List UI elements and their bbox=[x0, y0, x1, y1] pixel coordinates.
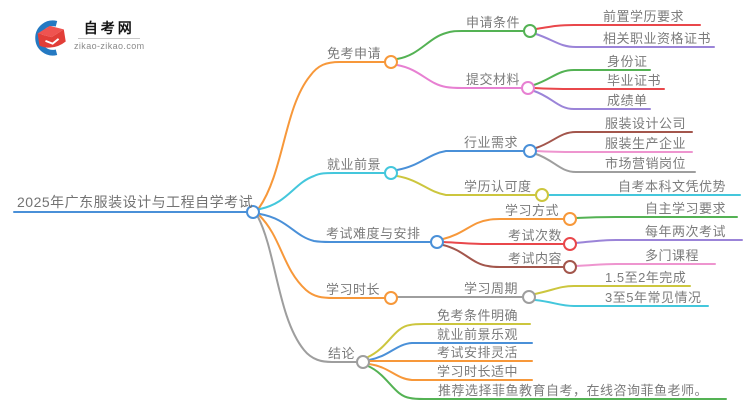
node-conclusion-4[interactable]: 学习时长适中 bbox=[437, 364, 519, 379]
anchor-conclusion bbox=[356, 355, 370, 369]
edge-conclusion-5 bbox=[367, 365, 727, 400]
node-marketing-jobs[interactable]: 市场营销岗位 bbox=[605, 156, 687, 171]
edge-vocational-cert bbox=[535, 33, 715, 48]
node-apply-conditions[interactable]: 申请条件 bbox=[466, 15, 521, 30]
edge-conclusion-2 bbox=[368, 342, 533, 361]
edge-conclusion-1 bbox=[367, 323, 531, 358]
node-materials[interactable]: 提交材料 bbox=[466, 72, 521, 87]
anchor-duration bbox=[384, 291, 398, 305]
node-difficulty[interactable]: 考试难度与安排 bbox=[326, 226, 421, 241]
edge-conclusion bbox=[257, 216, 357, 363]
edge-design-company bbox=[535, 131, 693, 149]
logo-title: 自考网 bbox=[83, 20, 135, 36]
anchor-exemption bbox=[384, 55, 398, 69]
edge-exam-times bbox=[442, 241, 564, 245]
node-3-to-5-years[interactable]: 3至5年常见情况 bbox=[605, 290, 702, 305]
graduation-cap-icon bbox=[35, 20, 66, 56]
node-study-cycle[interactable]: 学习周期 bbox=[464, 281, 519, 296]
node-vocational-cert[interactable]: 相关职业资格证书 bbox=[603, 31, 712, 46]
node-exam-content[interactable]: 考试内容 bbox=[508, 251, 563, 266]
node-conclusion-2[interactable]: 就业前景乐观 bbox=[437, 327, 519, 342]
node-study-mode[interactable]: 学习方式 bbox=[505, 203, 560, 218]
node-many-courses[interactable]: 多门课程 bbox=[645, 248, 700, 263]
node-prior-education[interactable]: 前置学历要求 bbox=[603, 9, 685, 24]
edges bbox=[13, 24, 743, 400]
node-exemption[interactable]: 免考申请 bbox=[327, 46, 382, 61]
edge-production-company bbox=[535, 150, 693, 153]
anchor-employment bbox=[384, 166, 398, 180]
logo-text: 自考网 zikao-zikao.com bbox=[74, 20, 145, 51]
logo-cap bbox=[37, 25, 66, 48]
node-duration[interactable]: 学习时长 bbox=[326, 282, 381, 297]
edge-exam-content bbox=[442, 244, 564, 268]
node-conclusion-1[interactable]: 免考条件明确 bbox=[437, 308, 519, 323]
logo-crescent bbox=[35, 20, 58, 56]
node-root[interactable]: 2025年广东服装设计与工程自学考试 bbox=[17, 194, 254, 210]
edge-duration bbox=[258, 214, 385, 299]
node-conclusion[interactable]: 结论 bbox=[328, 346, 356, 361]
node-anchors bbox=[246, 24, 577, 369]
anchor-study-cycle bbox=[522, 290, 536, 304]
edge-id-card bbox=[533, 69, 651, 86]
edge-exemption bbox=[258, 61, 385, 209]
edge-recognition bbox=[396, 175, 536, 196]
edge-study-mode bbox=[442, 218, 564, 240]
node-id-card[interactable]: 身份证 bbox=[607, 54, 648, 69]
edge-self-study bbox=[575, 216, 738, 219]
edge-twice-a-year bbox=[575, 239, 743, 244]
edge-diploma bbox=[533, 87, 665, 90]
node-exam-times[interactable]: 考试次数 bbox=[508, 228, 563, 243]
anchor-exam-content bbox=[563, 260, 577, 274]
node-conclusion-3[interactable]: 考试安排灵活 bbox=[437, 345, 519, 360]
edge-conclusion-4 bbox=[368, 363, 533, 381]
node-1-5-to-2-years[interactable]: 1.5至2年完成 bbox=[605, 270, 687, 285]
edge-3-to-5-years bbox=[534, 299, 709, 307]
anchor-difficulty bbox=[430, 235, 444, 249]
anchor-exam-times bbox=[563, 237, 577, 251]
edge-many-courses bbox=[575, 263, 716, 267]
node-industry-demand[interactable]: 行业需求 bbox=[464, 135, 519, 150]
edge-industry-demand bbox=[396, 150, 524, 171]
edge-difficulty bbox=[259, 213, 431, 243]
node-degree-advantage[interactable]: 自考本科文凭优势 bbox=[618, 179, 727, 194]
anchor-industry-demand bbox=[523, 144, 537, 158]
logo-divider bbox=[78, 38, 141, 39]
edge-marketing-jobs bbox=[535, 153, 696, 173]
edge-prior-education bbox=[535, 24, 701, 30]
edge-apply-conditions bbox=[396, 30, 524, 60]
site-logo: 自考网 zikao-zikao.com bbox=[28, 20, 145, 56]
node-design-company[interactable]: 服装设计公司 bbox=[605, 116, 687, 131]
edge-materials bbox=[396, 64, 522, 89]
anchor-apply-conditions bbox=[523, 24, 537, 38]
node-employment[interactable]: 就业前景 bbox=[327, 157, 382, 172]
anchor-root bbox=[246, 205, 260, 219]
anchor-recognition bbox=[535, 188, 549, 202]
node-conclusion-5[interactable]: 推荐选择菲鱼教育自考，在线咨询菲鱼老师。 bbox=[438, 383, 709, 398]
node-transcript[interactable]: 成绩单 bbox=[607, 93, 648, 108]
edge-transcript bbox=[533, 90, 651, 110]
node-self-study[interactable]: 自主学习要求 bbox=[645, 201, 727, 216]
node-recognition[interactable]: 学历认可度 bbox=[464, 179, 532, 194]
anchor-materials bbox=[521, 81, 535, 95]
edge-1-5-to-2-years bbox=[534, 285, 691, 295]
edge-employment bbox=[259, 172, 385, 210]
node-diploma[interactable]: 毕业证书 bbox=[607, 73, 662, 88]
node-production-company[interactable]: 服装生产企业 bbox=[605, 136, 687, 151]
node-twice-a-year[interactable]: 每年两次考试 bbox=[645, 224, 727, 239]
anchor-study-mode bbox=[563, 212, 577, 226]
logo-domain: zikao-zikao.com bbox=[74, 41, 145, 51]
